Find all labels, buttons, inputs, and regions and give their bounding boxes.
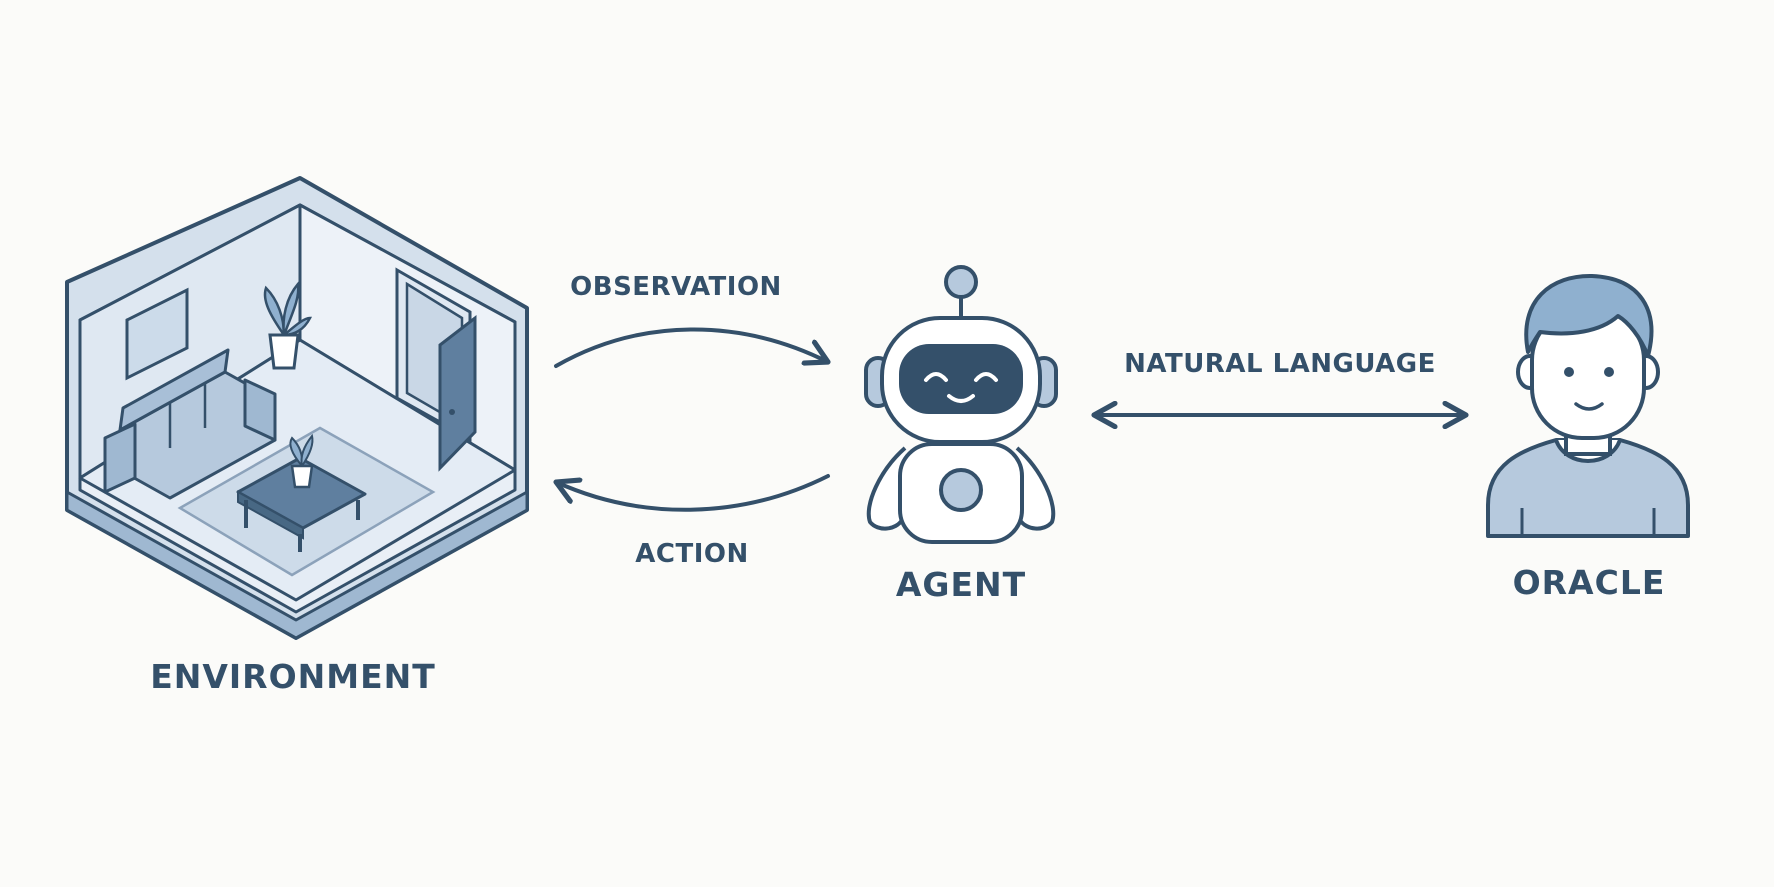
environment-label: ENVIRONMENT [150, 657, 436, 696]
agent-label: AGENT [896, 565, 1026, 604]
natural-language-label: NATURAL LANGUAGE [1124, 349, 1436, 379]
observation-label: OBSERVATION [570, 272, 782, 302]
person-icon [1486, 273, 1690, 538]
oracle-label: ORACLE [1513, 563, 1666, 602]
robot-icon [864, 265, 1058, 544]
action-label: ACTION [635, 539, 748, 569]
action-arrow [556, 474, 830, 512]
observation-arrow [554, 327, 828, 368]
environment-room-illustration [65, 176, 529, 640]
